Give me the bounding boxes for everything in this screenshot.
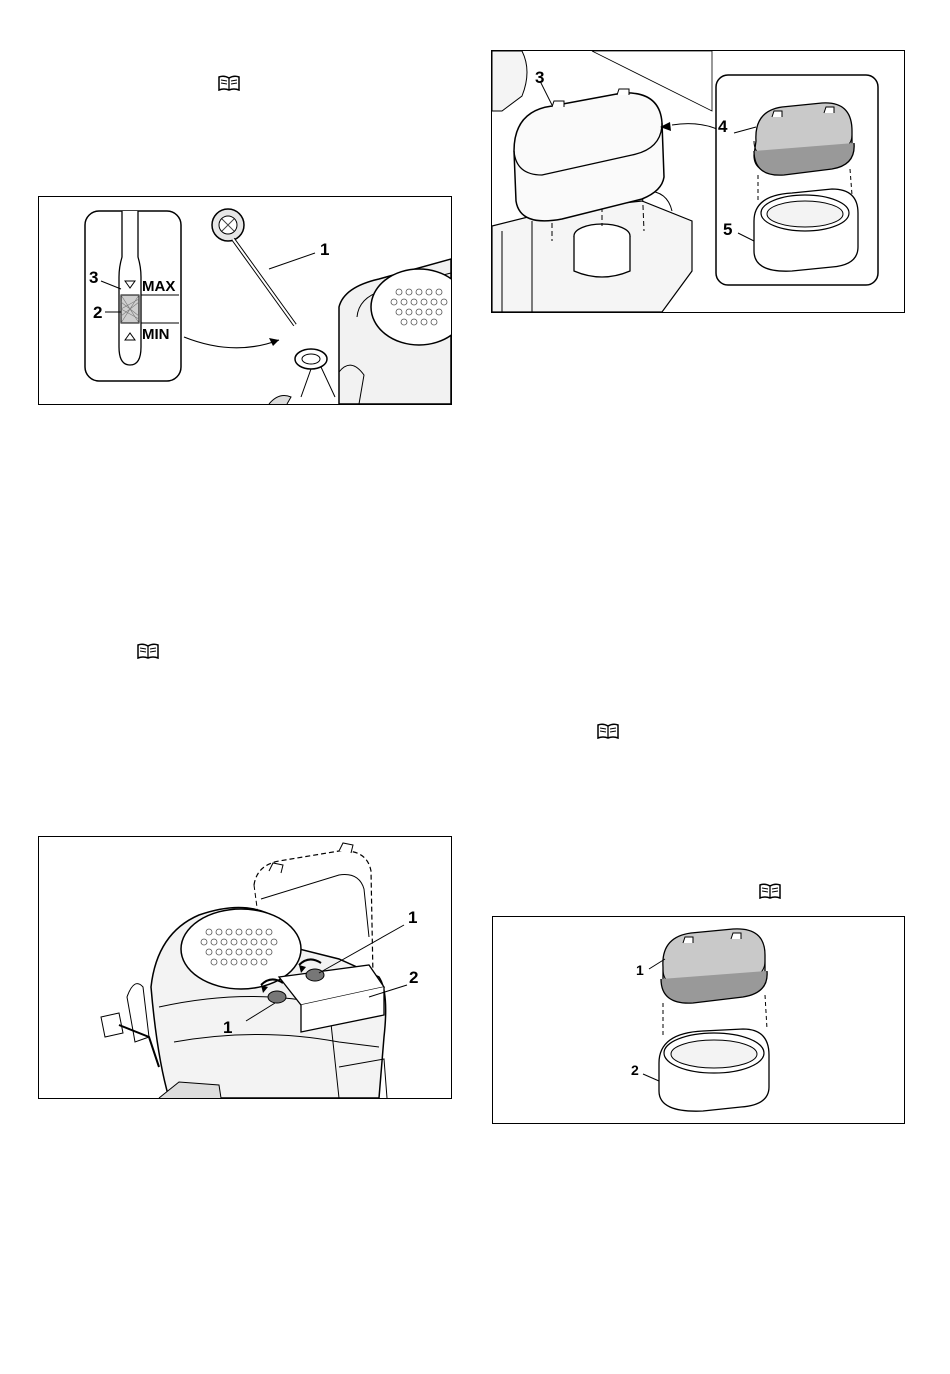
- callout-1-bottom: 1: [223, 1019, 232, 1036]
- callout-2: 2: [93, 304, 102, 321]
- callout-5: 5: [723, 221, 732, 238]
- book-icon: [597, 723, 619, 739]
- min-label: MIN: [142, 327, 170, 342]
- book-icon: [218, 75, 240, 91]
- engine-cover-illustration: [39, 837, 451, 1098]
- callout-1: 1: [636, 963, 644, 977]
- figure-filter-elements: 1 2: [492, 916, 905, 1124]
- callout-1-top: 1: [408, 909, 417, 926]
- callout-1: 1: [320, 241, 329, 258]
- callout-3: 3: [89, 269, 98, 286]
- callout-4: 4: [718, 118, 727, 135]
- callout-2: 2: [409, 969, 418, 986]
- air-filter-assembly-illustration: [492, 51, 904, 312]
- dipstick-illustration: [39, 197, 451, 404]
- book-icon: [759, 883, 781, 899]
- book-icon: [137, 643, 159, 659]
- max-label: MAX: [142, 279, 175, 294]
- filter-elements-illustration: [493, 917, 904, 1123]
- callout-3: 3: [535, 69, 544, 86]
- figure-engine-cover: 1 1 2: [38, 836, 452, 1099]
- figure-air-filter-assembly: 3 4 5: [491, 50, 905, 313]
- figure-dipstick: 1 3 2 MAX MIN: [38, 196, 452, 405]
- callout-2: 2: [631, 1063, 639, 1077]
